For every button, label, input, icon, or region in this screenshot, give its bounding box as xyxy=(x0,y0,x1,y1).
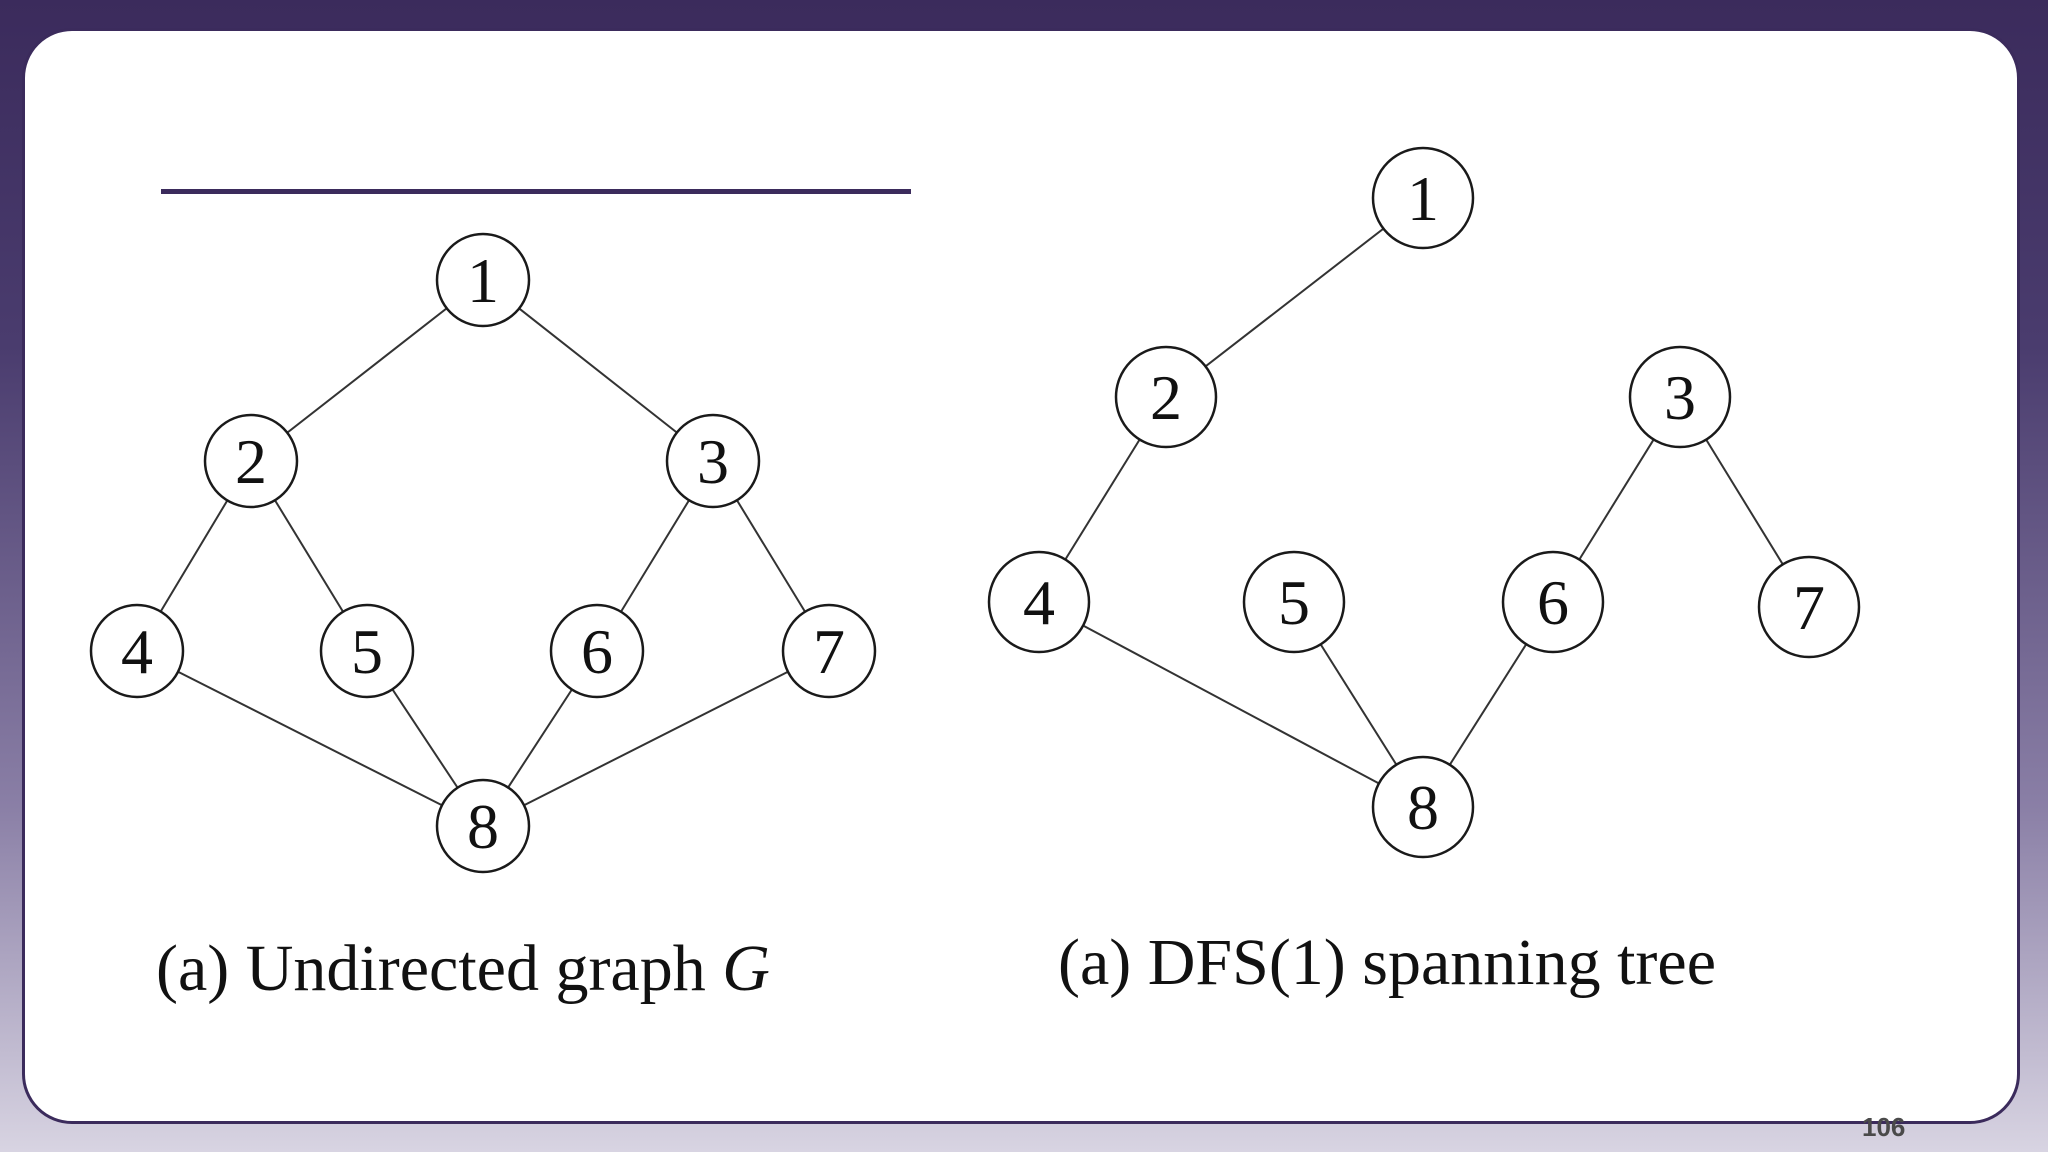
dfs-tree-node-2: 2 xyxy=(1114,345,1218,449)
graph-g-node-1: 1 xyxy=(435,232,531,328)
graph-g-node-label-1: 1 xyxy=(467,245,499,316)
undirected-graph-edges xyxy=(136,279,830,827)
graph-g-node-circle-7 xyxy=(781,603,877,699)
dfs-tree-node-label-4: 4 xyxy=(1023,567,1055,638)
spanning-tree-edges xyxy=(1038,197,1810,808)
dfs-tree-node-circle-6 xyxy=(1501,550,1605,654)
dfs-tree-node-8: 8 xyxy=(1371,755,1475,859)
page-number: 106 xyxy=(1862,1112,1906,1142)
dfs-tree-node-label-6: 6 xyxy=(1537,567,1569,638)
graph-g-node-5: 5 xyxy=(319,603,415,699)
dfs-tree-edge-1-2 xyxy=(1165,197,1424,398)
graph-g-edge-1-3 xyxy=(482,279,714,462)
dfs-tree-node-label-7: 7 xyxy=(1793,572,1825,643)
graph-g-node-circle-3 xyxy=(665,413,761,509)
graph-g-node-7: 7 xyxy=(781,603,877,699)
graph-g-node-label-2: 2 xyxy=(235,426,267,497)
graph-g-node-circle-5 xyxy=(319,603,415,699)
dfs-tree-node-label-3: 3 xyxy=(1664,362,1696,433)
graph-g-caption: (a) Undirected graph G xyxy=(156,932,770,1005)
graph-g-edge-1-2 xyxy=(250,279,484,462)
graph-g-node-label-7: 7 xyxy=(813,616,845,687)
dfs-tree-node-label-5: 5 xyxy=(1278,567,1310,638)
title-underline xyxy=(161,189,911,194)
graph-g-node-label-4: 4 xyxy=(121,616,153,687)
graph-g-node-circle-4 xyxy=(89,603,185,699)
dfs-tree-node-5: 5 xyxy=(1242,550,1346,654)
dfs-tree-node-label-8: 8 xyxy=(1407,772,1439,843)
graph-g-edge-7-8 xyxy=(482,650,830,827)
dfs-tree-node-7: 7 xyxy=(1757,555,1861,659)
dfs-tree-edge-4-8 xyxy=(1038,601,1424,808)
graph-g-node-label-8: 8 xyxy=(467,791,499,862)
graph-g-node-label-6: 6 xyxy=(581,616,613,687)
dfs-tree-node-circle-1 xyxy=(1371,146,1475,250)
dfs-tree-node-circle-5 xyxy=(1242,550,1346,654)
graph-g-node-label-3: 3 xyxy=(697,426,729,497)
dfs-tree-node-label-1: 1 xyxy=(1407,163,1439,234)
dfs-tree-node-circle-8 xyxy=(1371,755,1475,859)
dfs-tree-node-4: 4 xyxy=(987,550,1091,654)
graph-g-edge-4-8 xyxy=(136,650,484,827)
graph-g-node-circle-1 xyxy=(435,232,531,328)
graph-g-node-2: 2 xyxy=(203,413,299,509)
undirected-graph-nodes: 1 2 3 4 5 6 7 8 xyxy=(89,232,877,874)
graph-g-caption-variable: G xyxy=(722,932,770,1005)
dfs-tree-node-label-2: 2 xyxy=(1150,362,1182,433)
spanning-tree-nodes: 1 2 3 4 5 6 7 8 xyxy=(987,146,1861,859)
graph-g-node-6: 6 xyxy=(549,603,645,699)
graph-g-node-circle-2 xyxy=(203,413,299,509)
dfs-tree-caption: (a) DFS(1) spanning tree xyxy=(1058,926,1716,999)
dfs-tree-node-3: 3 xyxy=(1628,345,1732,449)
graph-g-node-label-5: 5 xyxy=(351,616,383,687)
dfs-tree-node-circle-4 xyxy=(987,550,1091,654)
dfs-tree-node-6: 6 xyxy=(1501,550,1605,654)
dfs-tree-node-circle-7 xyxy=(1757,555,1861,659)
dfs-tree-node-1: 1 xyxy=(1371,146,1475,250)
graph-g-node-circle-8 xyxy=(435,778,531,874)
graph-g-node-3: 3 xyxy=(665,413,761,509)
dfs-tree-node-circle-2 xyxy=(1114,345,1218,449)
graph-g-node-8: 8 xyxy=(435,778,531,874)
graph-g-node-4: 4 xyxy=(89,603,185,699)
graph-g-caption-prefix: (a) Undirected graph xyxy=(156,932,722,1005)
dfs-tree-node-circle-3 xyxy=(1628,345,1732,449)
graph-g-node-circle-6 xyxy=(549,603,645,699)
